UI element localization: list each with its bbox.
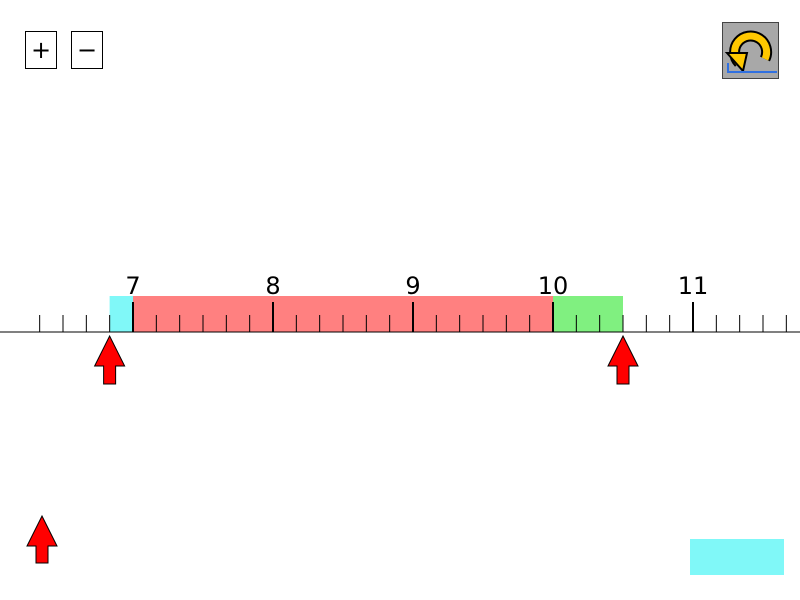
tick-label: 9 [405, 272, 420, 300]
green-segment [553, 296, 623, 332]
zoom-out-button[interactable]: − [71, 31, 103, 69]
reset-button[interactable] [722, 22, 779, 79]
tick-label: 11 [678, 272, 709, 300]
cyan-segment [109, 296, 133, 332]
undo-arrow-icon [724, 30, 777, 74]
start-marker[interactable] [93, 334, 126, 385]
tick-label: 10 [538, 272, 569, 300]
end-marker[interactable] [607, 334, 639, 385]
tick-label: 7 [125, 272, 140, 300]
answer-box[interactable] [690, 539, 784, 575]
zoom-in-button[interactable]: + [25, 31, 57, 69]
spare-marker[interactable] [26, 514, 58, 564]
tick-label: 8 [265, 272, 280, 300]
